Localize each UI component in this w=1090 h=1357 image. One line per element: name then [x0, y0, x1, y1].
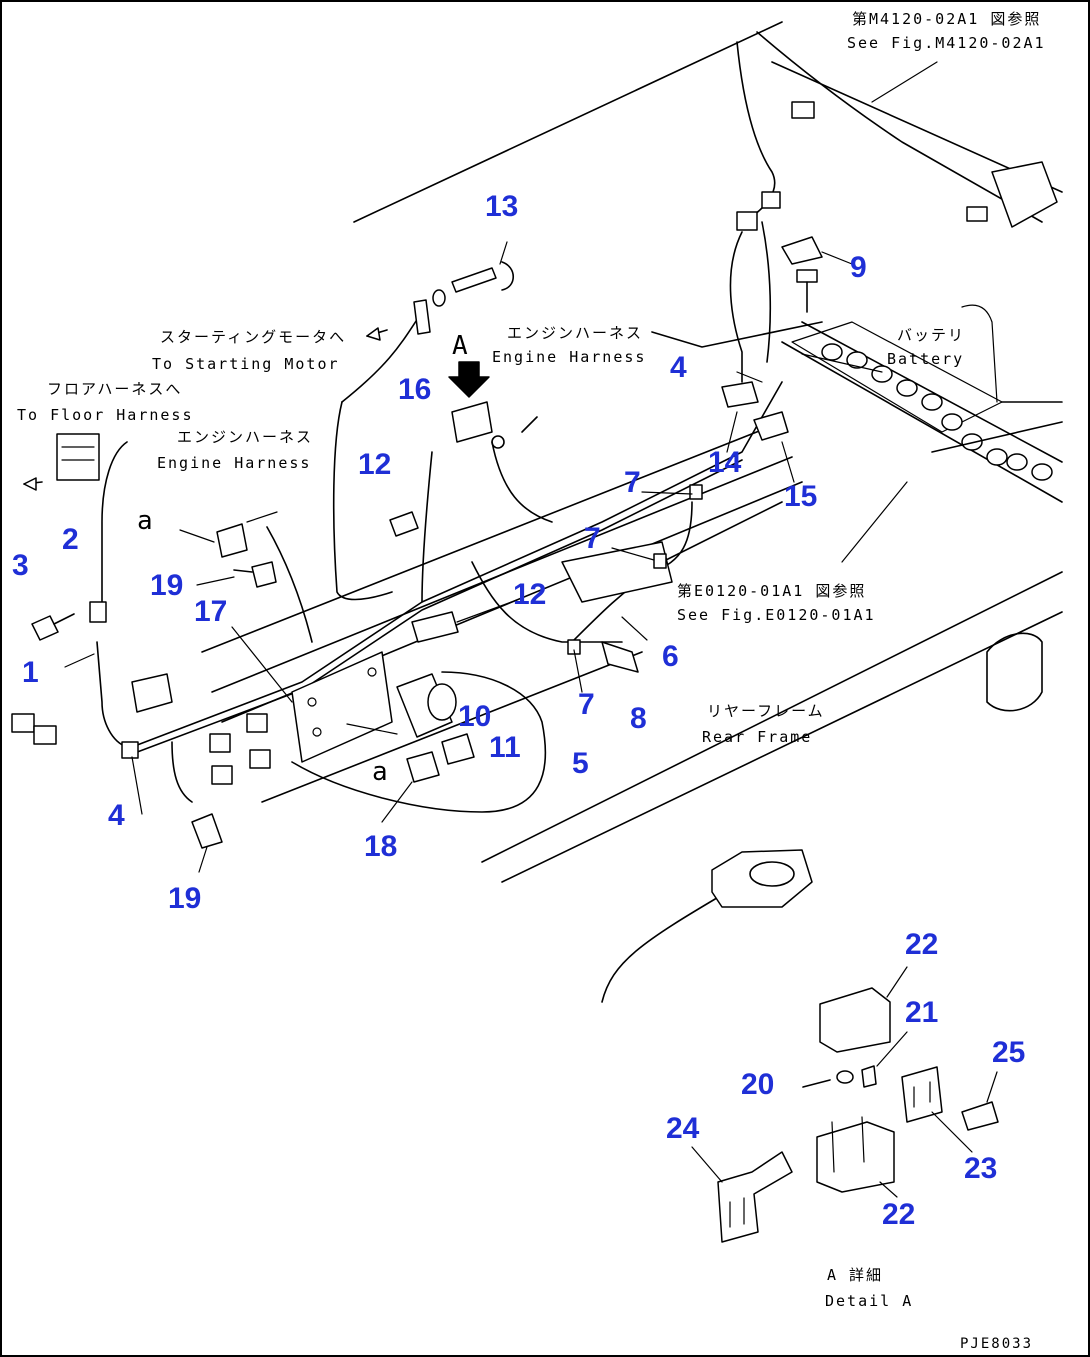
rear-frame-en: Rear Frame — [702, 728, 812, 746]
callout-12-upper: 12 — [358, 448, 391, 481]
bolt-8 — [601, 641, 639, 673]
callout-20: 20 — [741, 1068, 774, 1101]
callout-5: 5 — [572, 747, 589, 780]
callout-24: 24 — [666, 1112, 700, 1145]
terminal-13-ring — [491, 416, 538, 449]
starting-motor-lead — [366, 299, 431, 341]
callout-2: 2 — [62, 523, 79, 556]
callout-13: 13 — [485, 190, 518, 223]
callout-9: 9 — [850, 251, 867, 284]
ref-mid-jp: 第E0120-01A1 図参照 — [677, 582, 866, 600]
part-12-upper — [389, 511, 419, 537]
top-harness — [729, 31, 1058, 383]
clamp-7 — [567, 484, 703, 655]
marker-a-1: a — [137, 506, 153, 536]
callout-25: 25 — [992, 1036, 1025, 1069]
callouts: 13 9 4 16 12 14 7 15 7 2 3 19 17 12 6 1 … — [12, 190, 1025, 1231]
callout-3: 3 — [12, 549, 29, 582]
engine-harness-mid-en: Engine Harness — [492, 348, 646, 366]
bolt-9 — [781, 236, 823, 313]
detail-jp: A 詳細 — [827, 1266, 883, 1284]
callout-7-top: 7 — [624, 466, 641, 499]
detail-en: Detail A — [825, 1292, 913, 1310]
marker-a-2: a — [372, 757, 388, 787]
starting-motor-jp: スターティングモータへ — [160, 328, 346, 346]
bolt-15 — [753, 411, 789, 441]
tow-eye — [711, 849, 813, 908]
callout-7-mid: 7 — [584, 522, 601, 555]
bracket-17 — [291, 651, 393, 763]
starting-motor-en: To Starting Motor — [152, 355, 340, 373]
floor-harness-jp: フロアハーネスへ — [47, 380, 182, 398]
callout-15: 15 — [784, 480, 817, 513]
callout-22-top: 22 — [905, 928, 938, 961]
clamp-2 — [89, 601, 107, 623]
floor-harness-connector — [23, 433, 100, 491]
callout-4-top: 4 — [670, 351, 687, 384]
battery-group — [791, 304, 1063, 481]
bolt-18 — [406, 751, 440, 783]
callout-19-top: 19 — [150, 569, 183, 602]
callout-11: 11 — [489, 731, 521, 764]
left-connectors — [11, 673, 271, 849]
detail-a — [717, 987, 999, 1243]
bolt-13 — [432, 261, 515, 307]
engine-harness-left-jp: エンジンハーネス — [177, 428, 313, 446]
callout-23: 23 — [964, 1152, 997, 1185]
ref-mid-en: See Fig.E0120-01A1 — [677, 606, 876, 624]
main-harness — [96, 311, 783, 813]
battery-en: Battery — [887, 350, 964, 368]
floor-harness-en: To Floor Harness — [17, 406, 194, 424]
bolt-19-top — [216, 523, 277, 588]
part-10 — [396, 673, 457, 738]
machine-frame-outline — [201, 21, 1063, 1003]
callout-10: 10 — [458, 700, 491, 733]
callout-12-lower: 12 — [513, 578, 546, 611]
clamp-14 — [721, 381, 759, 408]
callout-6: 6 — [662, 640, 679, 673]
ref-top-en: See Fig.M4120-02A1 — [847, 34, 1046, 52]
callout-8: 8 — [630, 702, 647, 735]
view-letter-a: A — [452, 331, 468, 361]
callout-16: 16 — [398, 373, 431, 406]
rear-frame-jp: リヤーフレーム — [707, 702, 825, 720]
callout-14: 14 — [708, 446, 742, 479]
engine-harness-mid-jp: エンジンハーネス — [507, 324, 643, 342]
notes: 第M4120-02A1 図参照 See Fig.M4120-02A1 スターティ… — [17, 10, 1046, 1352]
callout-19-low: 19 — [168, 882, 201, 915]
leader-lines — [64, 61, 998, 1198]
callout-4-low: 4 — [108, 799, 125, 832]
callout-21: 21 — [905, 996, 938, 1029]
relay-16 — [448, 361, 493, 443]
battery-jp: バッテリ — [897, 326, 965, 344]
drawing-number: PJE8033 — [960, 1336, 1033, 1352]
callout-7-low: 7 — [578, 688, 595, 721]
callout-22-low: 22 — [882, 1198, 915, 1231]
callout-17: 17 — [194, 595, 227, 628]
ref-top-jp: 第M4120-02A1 図参照 — [852, 10, 1041, 28]
callout-1: 1 — [22, 656, 39, 689]
bolt-3 — [31, 613, 75, 641]
callout-18: 18 — [364, 830, 397, 863]
bolt-11 — [441, 733, 475, 765]
engine-harness-left-en: Engine Harness — [157, 454, 311, 472]
